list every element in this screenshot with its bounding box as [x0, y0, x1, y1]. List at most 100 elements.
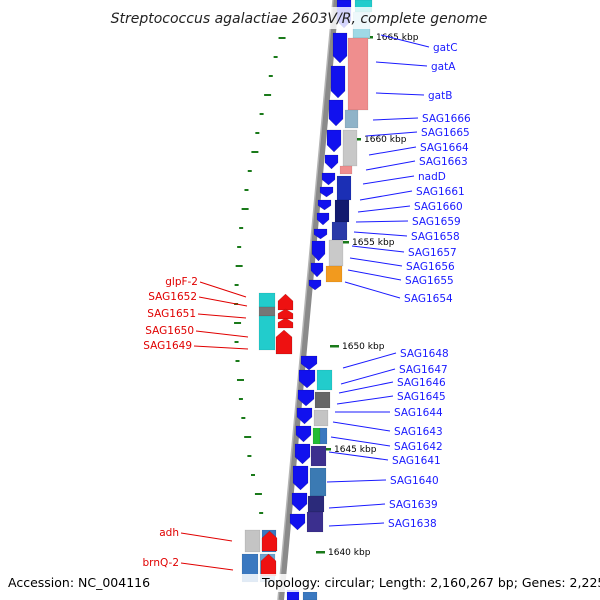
label-connector	[365, 131, 418, 137]
scale-tick-major	[330, 345, 339, 348]
gene-label-right: SAG1646	[397, 377, 446, 389]
scale-tick	[235, 360, 240, 362]
label-connector	[328, 451, 389, 461]
scale-tick	[268, 75, 273, 77]
scale-tick-major	[340, 241, 349, 244]
gene-block	[316, 369, 333, 391]
gene-label-left: SAG1651	[147, 308, 196, 320]
scale-tick	[264, 94, 272, 96]
gene-label-right: SAG1647	[399, 364, 448, 376]
label-connector	[199, 281, 247, 298]
cds-arrow	[292, 465, 309, 491]
gene-label-right: SAG1664	[420, 142, 469, 154]
label-connector	[375, 61, 428, 67]
title-backdrop	[112, 7, 488, 29]
gene-label-right: SAG1654	[404, 293, 453, 305]
gene-label-right: gatC	[433, 42, 458, 54]
gene-labels: gatCgatAgatBSAG1666SAG1665SAG1664SAG1663…	[143, 42, 472, 569]
scale-tick	[247, 170, 252, 172]
scale-tick	[236, 379, 244, 381]
label-connector	[336, 395, 394, 405]
cds-arrow	[328, 99, 344, 127]
scale-tick	[234, 322, 242, 324]
kbp-label: 1660 kbp	[364, 135, 407, 145]
gene-label-right: nadD	[418, 171, 446, 183]
gene-label-left: adh	[159, 527, 179, 539]
scale-tick	[241, 417, 246, 419]
gene-label-right: SAG1663	[419, 156, 468, 168]
label-connector	[355, 220, 409, 223]
label-connector	[180, 532, 233, 542]
gene-label-right: SAG1660	[414, 201, 463, 213]
gene-features	[241, 0, 373, 600]
gene-block	[314, 391, 331, 409]
cds-arrow	[295, 425, 312, 443]
label-connectors	[180, 34, 430, 571]
cds-arrow-reverse	[277, 308, 294, 320]
gene-block	[336, 175, 352, 201]
label-connector	[362, 175, 415, 185]
cds-arrow	[291, 492, 308, 512]
kbp-label-backdrop	[326, 545, 372, 557]
gene-block	[258, 315, 276, 351]
cds-arrow	[332, 32, 348, 64]
map-title: Streptococcus agalactiae 2603V/R, comple…	[111, 11, 488, 27]
gene-block	[334, 199, 350, 223]
gene-label-right: SAG1643	[394, 426, 443, 438]
cds-arrow	[297, 389, 315, 407]
accession-text: Accession: NC_004116	[8, 575, 150, 590]
kbp-label: 1650 kbp	[342, 342, 385, 352]
label-connector	[326, 479, 387, 483]
label-connector	[195, 330, 249, 338]
gene-block	[310, 445, 327, 467]
gene-label-right: SAG1639	[389, 499, 438, 511]
gene-label-right: gatA	[431, 61, 456, 73]
label-connector	[375, 92, 425, 96]
cds-arrow-reverse	[277, 293, 294, 311]
gene-block	[312, 427, 321, 445]
gene-block	[347, 37, 369, 111]
scale-tick	[234, 341, 239, 343]
scale-tick-major	[316, 551, 325, 554]
scale-tick	[259, 113, 264, 115]
label-connector	[342, 352, 397, 369]
gene-block	[258, 292, 276, 308]
cds-arrow	[316, 212, 330, 226]
label-connector	[197, 313, 247, 319]
label-connector	[349, 257, 403, 267]
gene-label-right: SAG1640	[390, 475, 439, 487]
cds-arrow	[321, 172, 336, 186]
gene-block	[319, 427, 328, 445]
label-connector	[198, 296, 248, 307]
gene-block	[313, 409, 329, 427]
label-connector	[344, 281, 401, 299]
cds-arrow	[294, 443, 311, 465]
label-connector	[372, 117, 419, 121]
label-connector	[332, 421, 391, 432]
scale-tick	[244, 189, 249, 191]
cds-arrow	[300, 355, 318, 371]
scale-tick	[247, 455, 252, 457]
cds-arrow	[311, 240, 326, 262]
cds-arrow	[298, 369, 316, 389]
scale-tick	[234, 284, 239, 286]
gene-label-right: SAG1665	[421, 127, 470, 139]
kbp-label: 1665 kbp	[376, 33, 419, 43]
cds-arrow	[317, 199, 332, 211]
gene-block	[307, 495, 325, 513]
cds-arrow	[313, 228, 328, 240]
label-connector	[359, 190, 413, 201]
gene-label-left: SAG1652	[148, 291, 197, 303]
scale-tick	[278, 37, 286, 39]
gene-label-right: SAG1661	[416, 186, 465, 198]
gene-label-left: SAG1650	[145, 325, 194, 337]
label-connector	[328, 522, 385, 527]
label-connector	[353, 231, 408, 237]
gene-label-right: SAG1644	[394, 407, 443, 419]
scale-tick	[244, 436, 252, 438]
cds-arrow	[326, 129, 342, 153]
scale-tick-major	[322, 448, 331, 451]
kbp-label: 1655 kbp	[352, 238, 395, 248]
cds-arrow	[308, 279, 322, 291]
gene-label-right: SAG1641	[392, 455, 441, 467]
